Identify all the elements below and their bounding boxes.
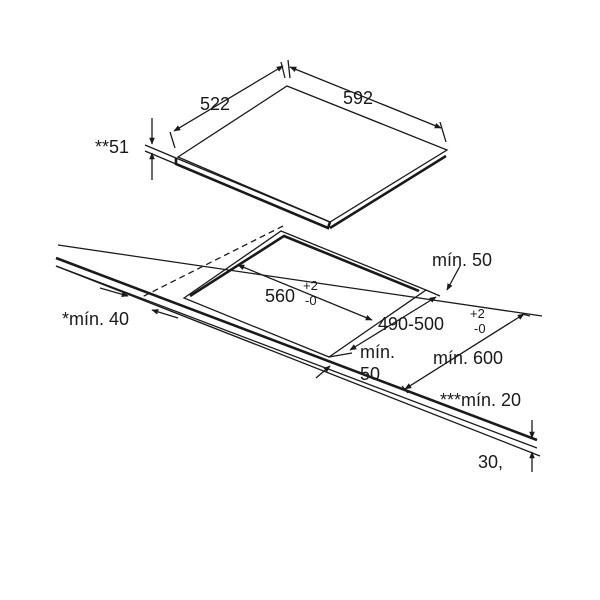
cutout-depth-value: 490-500 <box>378 314 444 334</box>
cutout-depth-tol-lower: -0 <box>474 321 486 336</box>
hob-front-edge <box>174 154 447 230</box>
cutout-width-value: 560 <box>265 286 295 306</box>
label-min-worktop-thickness: ***mín. 20 <box>440 390 521 410</box>
dim-hob-width <box>287 59 447 143</box>
label-cutout-depth: 490-500 +2 -0 <box>378 306 486 336</box>
worktop-front-bottom <box>55 265 538 449</box>
cutout-depth-tol-upper: +2 <box>470 306 485 321</box>
label-hob-height: **51 <box>95 137 129 157</box>
dim-min-back-arrow <box>446 265 461 291</box>
hob <box>174 85 449 230</box>
hob-bottom-line <box>175 163 329 229</box>
label-min-back: mín. 50 <box>432 250 492 270</box>
dim-hob-height <box>144 118 177 180</box>
dim-hob-depth <box>169 61 286 149</box>
cutout-width-tol-upper: +2 <box>303 278 318 293</box>
worktop-underside <box>55 265 541 457</box>
dim-min-side <box>99 287 179 319</box>
label-hob-depth: 522 <box>200 94 230 114</box>
cutout-inner-edge <box>189 234 420 298</box>
label-min-front-2: 50 <box>360 364 380 384</box>
worktop-front-edge <box>55 256 538 442</box>
label-hob-width: 592 <box>343 88 373 108</box>
label-min-side: *mín. 40 <box>62 309 129 329</box>
dim-min-worktop-depth <box>401 313 531 394</box>
label-worktop-note: 30, <box>478 452 503 472</box>
label-cutout-width: 560 +2 -0 <box>265 278 318 308</box>
label-min-front-1: mín. <box>360 342 395 362</box>
hob-top-line <box>175 157 331 223</box>
label-min-worktop-depth: mín. 600 <box>433 348 503 368</box>
dim-cutout-depth <box>328 289 441 358</box>
cutout-width-tol-lower: -0 <box>305 293 317 308</box>
dim-min-front-arrow <box>315 365 331 379</box>
alignment-dashed-line <box>139 225 284 299</box>
